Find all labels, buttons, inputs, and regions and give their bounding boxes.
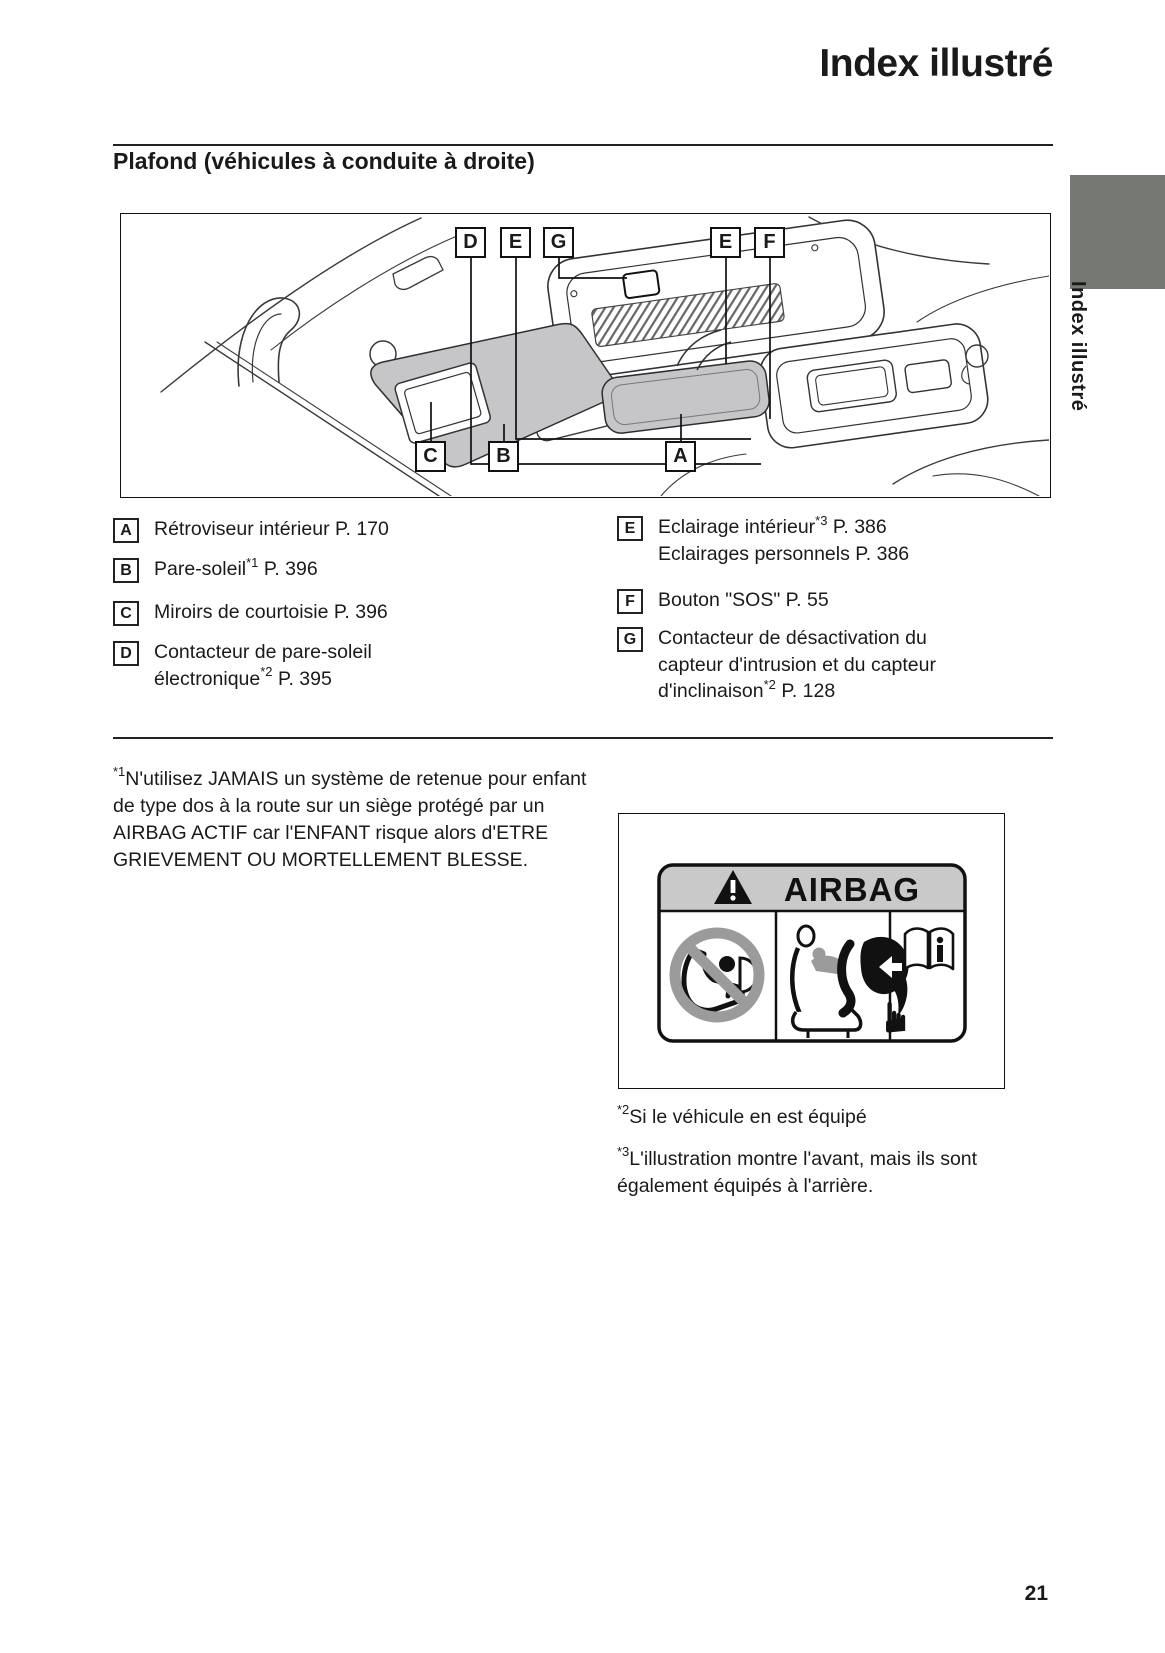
divider-middle — [113, 737, 1053, 739]
airbag-label-art: AIRBAG — [657, 863, 967, 1043]
sunvisor-switch — [622, 269, 661, 299]
diagram-label-c: C — [415, 441, 446, 472]
airbag-deploy-icon — [790, 924, 909, 1038]
footnote-3: *3L'illustration montre l'avant, mais il… — [617, 1143, 978, 1198]
warning-triangle-icon — [714, 870, 752, 904]
legend-item-g: G Contacteur de désactivation du capteur… — [617, 627, 936, 705]
legend-text-a: Rétroviseur intérieur P. 170 — [154, 518, 389, 540]
chapter-tab — [1070, 175, 1165, 289]
legend-text-d-line1: Contacteur de pare-soleil — [154, 641, 372, 663]
diagram-label-f: F — [754, 227, 785, 258]
legend-text-e-line2: Eclairages personnels P. 386 — [658, 542, 910, 565]
legend-text-d-line2: électronique*2 P. 395 — [154, 664, 332, 690]
footnote-2: *2Si le véhicule en est équipé — [617, 1101, 867, 1129]
svg-text:☛: ☛ — [871, 998, 920, 1036]
legend-item-c: C Miroirs de courtoisie P. 396 — [113, 601, 388, 626]
legend-text-g-line3: d'inclinaison*2 P. 128 — [658, 676, 836, 703]
roof-outline — [160, 216, 1049, 496]
airbag-header-text: AIRBAG — [784, 871, 920, 908]
divider-top — [113, 144, 1053, 146]
legend-key-g: G — [617, 627, 643, 652]
legend-text-b: Pare-soleil*1 P. 396 — [154, 554, 318, 581]
vanity-mirror — [394, 362, 491, 444]
legend-key-c: C — [113, 601, 139, 626]
diagram-label-d: D — [455, 227, 486, 258]
legend-item-d: D Contacteur de pare-soleil électronique… — [113, 641, 372, 692]
page-title: Index illustré — [819, 42, 1053, 85]
legend-text-g-line1: Contacteur de désactivation du — [658, 627, 927, 649]
overhead-console — [547, 219, 885, 379]
diagram-label-e2: E — [710, 227, 741, 258]
grab-handle — [237, 297, 301, 387]
diagram-label-b: B — [488, 441, 519, 472]
legend-key-e: E — [617, 516, 643, 541]
footnote-1: *1N'utilisez JAMAIS un système de retenu… — [113, 763, 587, 872]
legend-item-f: F Bouton "SOS" P. 55 — [617, 589, 829, 614]
legend-text-c: Miroirs de courtoisie P. 396 — [154, 601, 388, 623]
diagram-label-a: A — [665, 441, 696, 472]
section-heading: Plafond (véhicules à conduite à droite) — [113, 148, 535, 174]
legend-text-e-line1: Eclairage intérieur*3 P. 386 — [658, 512, 887, 539]
airbag-warning-label: AIRBAG — [618, 813, 1005, 1089]
legend-text-f: Bouton "SOS" P. 55 — [658, 589, 829, 611]
coat-hook — [961, 344, 989, 385]
mirror-stem — [676, 329, 732, 371]
chapter-side-label: Index illustré — [1067, 281, 1089, 412]
legend-item-e: E Eclairage intérieur*3 P. 386 Eclairage… — [617, 512, 910, 567]
diagram-label-e1: E — [500, 227, 531, 258]
diagram-label-g: G — [543, 227, 574, 258]
legend-key-f: F — [617, 589, 643, 614]
no-child-seat-icon — [669, 927, 765, 1023]
legend-key-b: B — [113, 558, 139, 583]
rearview-mirror — [601, 360, 770, 434]
legend-key-d: D — [113, 641, 139, 666]
page-number: 21 — [1024, 1582, 1048, 1605]
ceiling-diagram: D E G E F C B A — [120, 213, 1051, 498]
legend-key-a: A — [113, 518, 139, 543]
roof-clip-detail — [392, 255, 444, 291]
legend-item-b: B Pare-soleil*1 P. 396 — [113, 554, 318, 583]
read-manual-icon: ☛ — [871, 927, 955, 1036]
leader-lines — [430, 258, 771, 465]
legend-text-g-line2: capteur d'intrusion et du capteur — [658, 653, 936, 676]
rear-console — [759, 323, 989, 449]
legend-item-a: A Rétroviseur intérieur P. 170 — [113, 518, 389, 543]
ceiling-line-art — [160, 216, 1049, 496]
